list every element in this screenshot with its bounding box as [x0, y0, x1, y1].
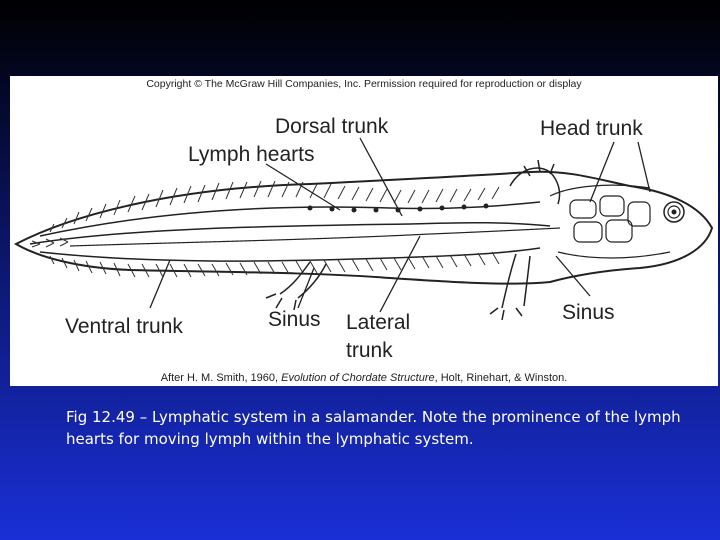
- salamander-body-outline: [13, 170, 714, 285]
- figure-credit: After H. M. Smith, 1960, Evolution of Ch…: [10, 372, 718, 384]
- credit-prefix: After H. M. Smith, 1960,: [160, 372, 282, 384]
- label-ventral-trunk: Ventral trunk: [65, 315, 183, 338]
- tail-vessel-branches: [31, 180, 500, 278]
- label-dorsal-trunk: Dorsal trunk: [275, 115, 389, 138]
- front-limb: [509, 159, 561, 205]
- copyright-notice: Copyright © The McGraw Hill Companies, I…: [146, 78, 582, 90]
- hind-limb: [265, 261, 327, 311]
- caption-fig-label: Fig 12.49: [66, 408, 135, 426]
- label-sinus-left: Sinus: [268, 308, 321, 331]
- salamander-lymphatic-diagram: Copyright © The McGraw Hill Companies, I…: [10, 76, 718, 386]
- front-leg-lower: [489, 253, 531, 321]
- ventral-trunk-vessel: [39, 247, 541, 262]
- credit-suffix: , Holt, Rinehart, & Winston.: [434, 372, 568, 384]
- dorsal-trunk-vessel: [39, 201, 541, 237]
- lateral-trunk-vessel: [69, 227, 561, 247]
- label-head-trunk: Head trunk: [540, 117, 643, 140]
- label-lateral-trunk: trunk: [346, 339, 393, 362]
- body-midline: [29, 221, 551, 245]
- salamander-drawing: [13, 137, 714, 321]
- lymph-heart-markers: [307, 203, 489, 213]
- head-structures: [549, 184, 671, 259]
- figure-caption: Fig 12.49 – Lymphatic system in a salama…: [66, 406, 706, 450]
- credit-title: Evolution of Chordate Structure: [281, 372, 435, 384]
- label-lymph-hearts: Lymph hearts: [188, 143, 315, 166]
- label-leader-lines: [149, 137, 651, 313]
- label-sinus-right: Sinus: [562, 301, 615, 324]
- caption-text: – Lymphatic system in a salamander. Note…: [66, 408, 681, 448]
- label-lateral: Lateral: [346, 311, 411, 334]
- eye-icon: [663, 201, 685, 223]
